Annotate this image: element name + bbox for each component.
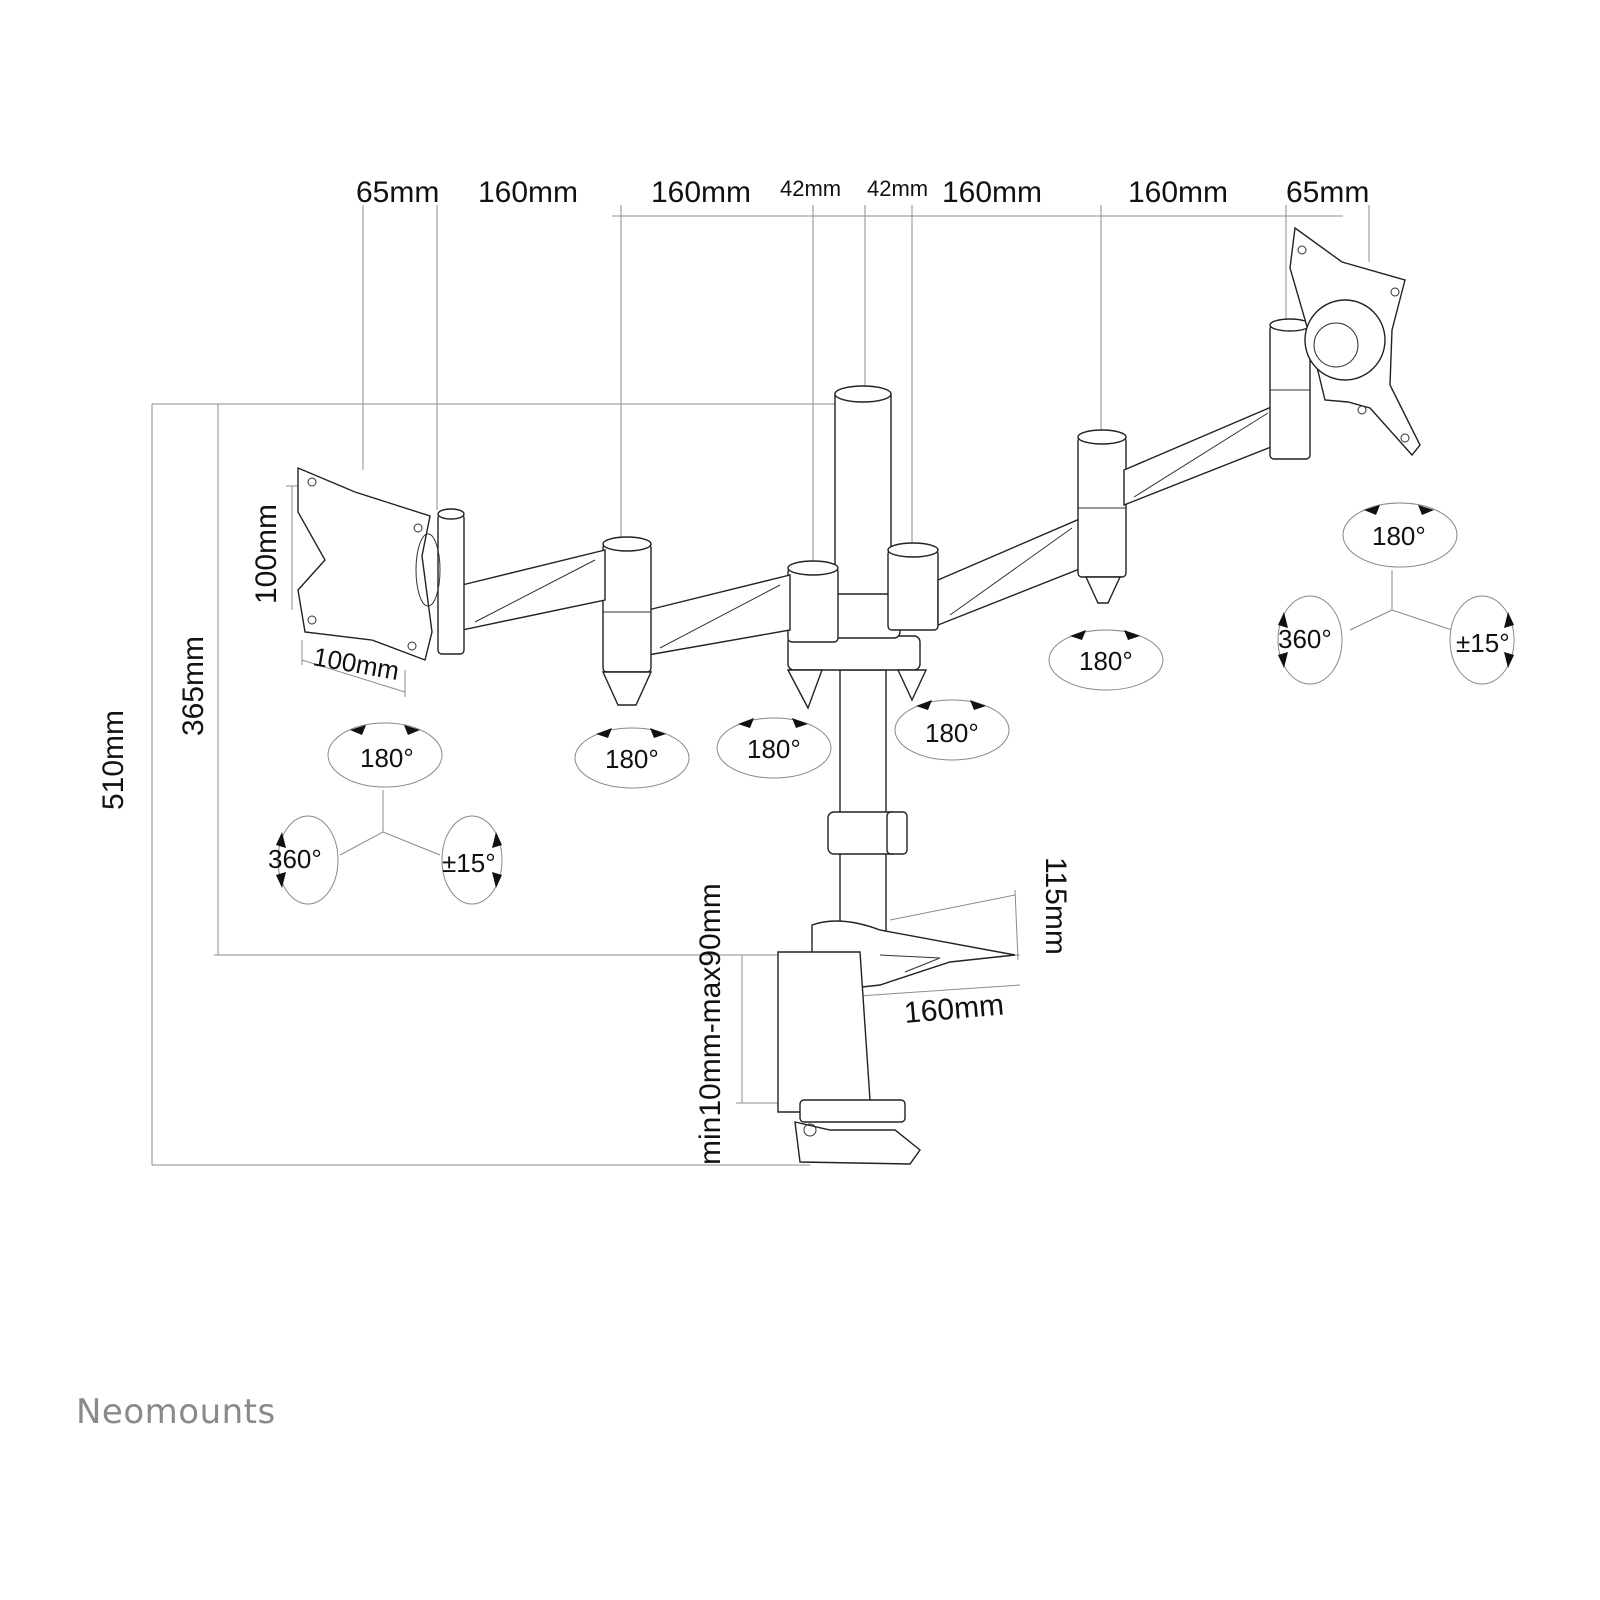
left-vesa-plate [297,466,441,661]
top-dim-right-plate-offset: 65mm [1286,176,1369,209]
center-pole [827,385,908,951]
brand-logo: Neomounts [76,1392,276,1432]
top-dim-right-arm-outer: 160mm [1128,176,1228,209]
top-dim-right-arm-inner: 160mm [942,176,1042,209]
inner-right-joint [887,542,939,631]
total-height-label: 510mm [97,710,130,810]
left-plate-rotate-label: 360° [268,844,322,874]
right-inner-arm [937,516,1083,627]
arm-height-label: 365mm [177,636,210,736]
inner-left-joint [787,560,839,643]
rotation-indicators [276,502,1515,905]
base-depth-label: 115mm [1039,857,1072,955]
right-outer-joint [1077,429,1127,604]
top-dim-left-plate-offset: 65mm [356,176,439,209]
angle-labels: 180° 360° ±15° 180° 180° 180° 180° 180° … [268,521,1510,878]
left-inner-joint-label: 180° [747,734,801,764]
vesa-height-label: 100mm [250,504,283,604]
top-dim-left-arm-inner: 160mm [651,176,751,209]
left-plate-joint [437,508,465,655]
left-inner-arm [647,574,791,656]
dimension-labels: 65mm 160mm 160mm 42mm 42mm 160mm 160mm 6… [97,176,1369,1165]
top-dim-left-arm-outer: 160mm [478,176,578,209]
left-plate-level-label: ±15° [442,848,496,878]
right-plate-joint [1269,318,1311,460]
right-plate-level-label: ±15° [1456,628,1510,658]
right-plate-tilt-label: 180° [1372,521,1426,551]
right-outer-arm [1123,403,1277,507]
clamp-range-label: min10mm-max90mm [694,883,727,1165]
vesa-width-label: 100mm [311,641,402,686]
right-outer-joint-label: 180° [1079,646,1133,676]
right-inner-joint-label: 180° [925,718,979,748]
top-dim-right-pole-offset: 42mm [867,176,928,201]
mount-illustration [297,226,1421,1165]
left-outer-arm [461,549,606,631]
left-plate-tilt-label: 180° [360,743,414,773]
desk-clamp [777,920,1016,1165]
left-outer-joint-label: 180° [605,744,659,774]
top-dim-left-pole-offset: 42mm [780,176,841,201]
left-outer-joint [601,536,653,706]
base-length-label: 160mm [903,988,1006,1030]
right-vesa-plate [1289,226,1421,457]
right-plate-rotate-label: 360° [1278,624,1332,654]
dimension-lines [151,205,1370,1166]
